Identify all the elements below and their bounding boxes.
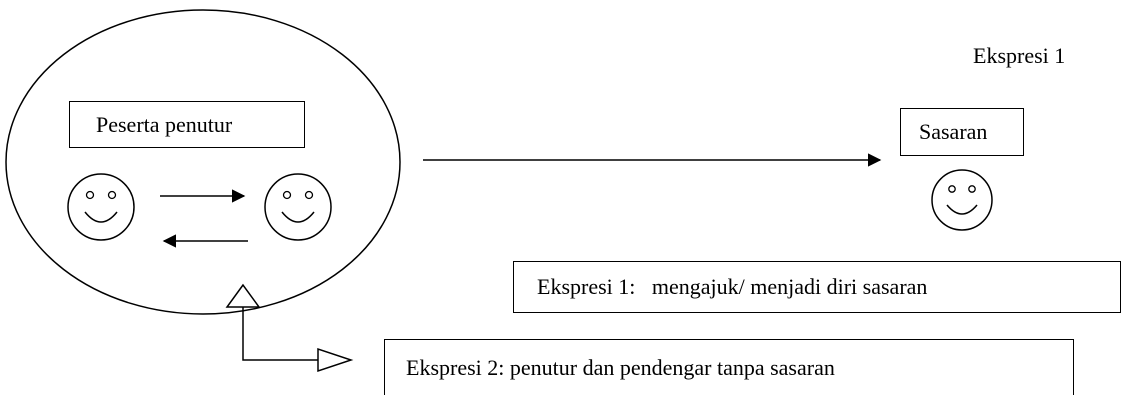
connector-line [242,307,318,361]
participant-ellipse [5,9,401,315]
expression2-box-label: Ekspresi 2: penutur dan pendengar tanpa … [406,354,835,380]
hollow-triangle-arrow-icon [317,347,354,373]
participant-box: Peserta penutur [69,101,305,148]
expression2-box: Ekspresi 2: penutur dan pendengar tanpa … [384,339,1074,395]
expression1-box: Ekspresi 1: mengajuk/ menjadi diri sasar… [513,261,1121,313]
target-box: Sasaran [900,108,1024,156]
hollow-triangle-arrow-icon [225,283,261,308]
target-box-label: Sasaran [919,119,988,144]
smiley-face-icon [264,173,332,241]
smiley-face-icon [931,169,993,231]
expression1-box-label: Ekspresi 1: mengajuk/ menjadi diri sasar… [537,274,928,299]
participant-box-label: Peserta penutur [96,111,233,137]
smiley-face-icon [67,173,135,241]
expression1-top-label: Ekspresi 1 [973,43,1066,68]
